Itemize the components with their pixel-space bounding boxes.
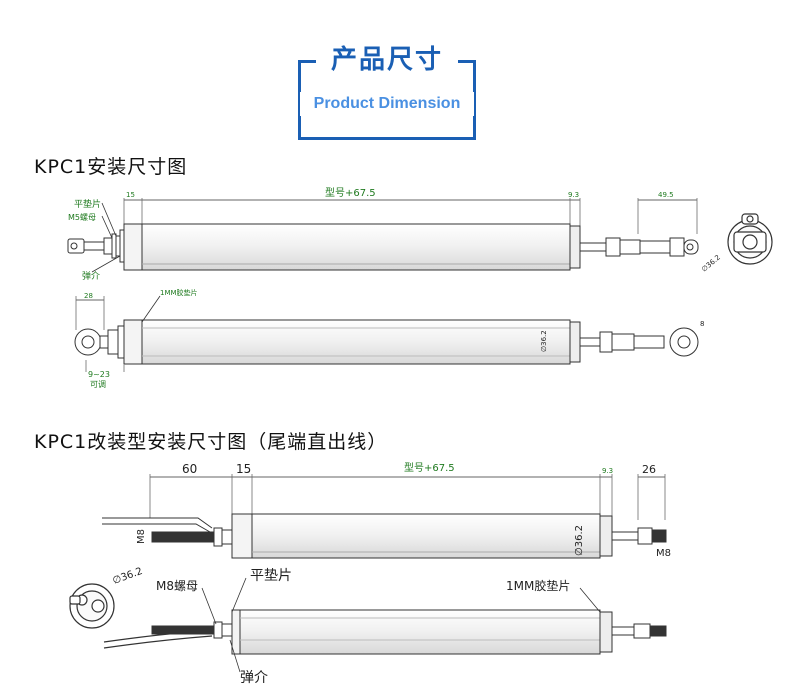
s1-label-rubber-pad: 1MM胶垫片 (160, 288, 198, 297)
s1-dim-9-3: 9.3 (568, 191, 579, 199)
s1-dim-8: 8 (700, 320, 704, 328)
s2-label-flat-washer: 平垫片 (250, 568, 292, 584)
s2-end-dia: ∅36.2 (111, 566, 144, 587)
s1-dim-15: 15 (126, 191, 135, 199)
s1-label-spring-washer: 弹介 (82, 270, 100, 282)
s1-end-dia: ∅36.2 (700, 253, 722, 273)
s2-label-rubber-pad: 1MM胶垫片 (506, 578, 570, 593)
s2-dim-26: 26 (642, 463, 656, 476)
s2-label-spring-washer: 弹介 (240, 670, 268, 686)
section1-title: KPC1安装尺寸图 (34, 156, 188, 178)
s1-dim-49-5: 49.5 (658, 191, 674, 199)
s2-label-m8-right: M8 (656, 548, 671, 559)
s1-dim-adjust-range: 9~23 (88, 370, 110, 379)
s1-side-view (74, 296, 699, 372)
s1-label-m5-nut: M5螺母 (68, 212, 96, 222)
s2-label-m8-nut: M8螺母 (156, 579, 198, 593)
s2-top-view (102, 474, 667, 559)
s1-side-dia: ∅36.2 (540, 330, 548, 352)
s2-end-view (69, 583, 115, 629)
page-title: 产品尺寸 (316, 38, 458, 82)
s2-dim-60: 60 (182, 462, 197, 476)
s1-dim-adjust-label: 可调 (90, 380, 106, 389)
s2-dim-9-3: 9.3 (602, 467, 613, 475)
s1-top-view (67, 198, 699, 271)
s1-dim-model: 型号+67.5 (325, 186, 376, 199)
s1-label-flat-washer: 平垫片 (74, 198, 101, 210)
s2-side-dia: ∅36.2 (574, 525, 585, 556)
s2-dim-model: 型号+67.5 (404, 461, 455, 474)
s1-dim-28: 28 (84, 292, 93, 300)
s2-label-m8-left: M8 (136, 529, 147, 544)
section2-title: KPC1改装型安装尺寸图（尾端直出线） (34, 431, 388, 453)
s2-side-view (103, 609, 667, 655)
s1-end-view (727, 213, 773, 265)
page-subtitle: Product Dimension (300, 92, 474, 116)
s2-dim-15: 15 (236, 462, 251, 476)
